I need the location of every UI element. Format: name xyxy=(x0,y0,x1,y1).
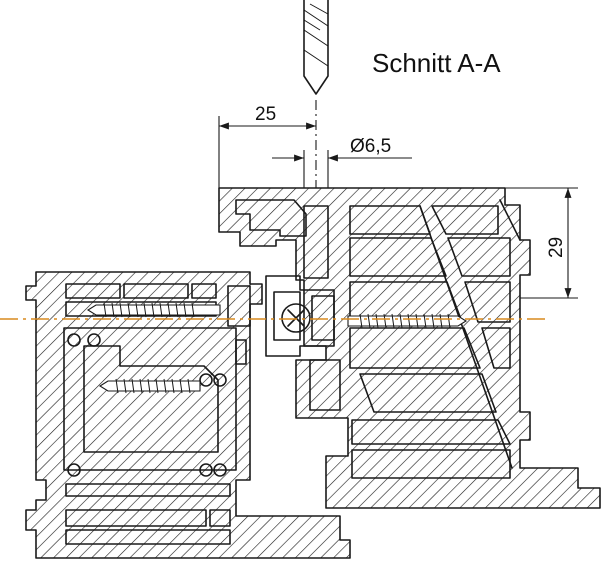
dimension-offset: 25 xyxy=(218,100,317,188)
left-profile xyxy=(25,271,351,559)
drill-bit-icon xyxy=(303,0,329,95)
screw-right-icon xyxy=(347,313,468,329)
screw-left-icon xyxy=(86,302,221,318)
dimension-offset-label: 25 xyxy=(255,104,276,125)
dimension-drill-diameter-label: Ø6,5 xyxy=(350,136,391,157)
connector-assembly xyxy=(265,275,335,357)
section-title: Schnitt A-A xyxy=(372,48,501,78)
screw-bottom-icon xyxy=(98,378,201,394)
right-profile xyxy=(218,187,601,509)
dimension-height-label: 29 xyxy=(546,237,567,258)
